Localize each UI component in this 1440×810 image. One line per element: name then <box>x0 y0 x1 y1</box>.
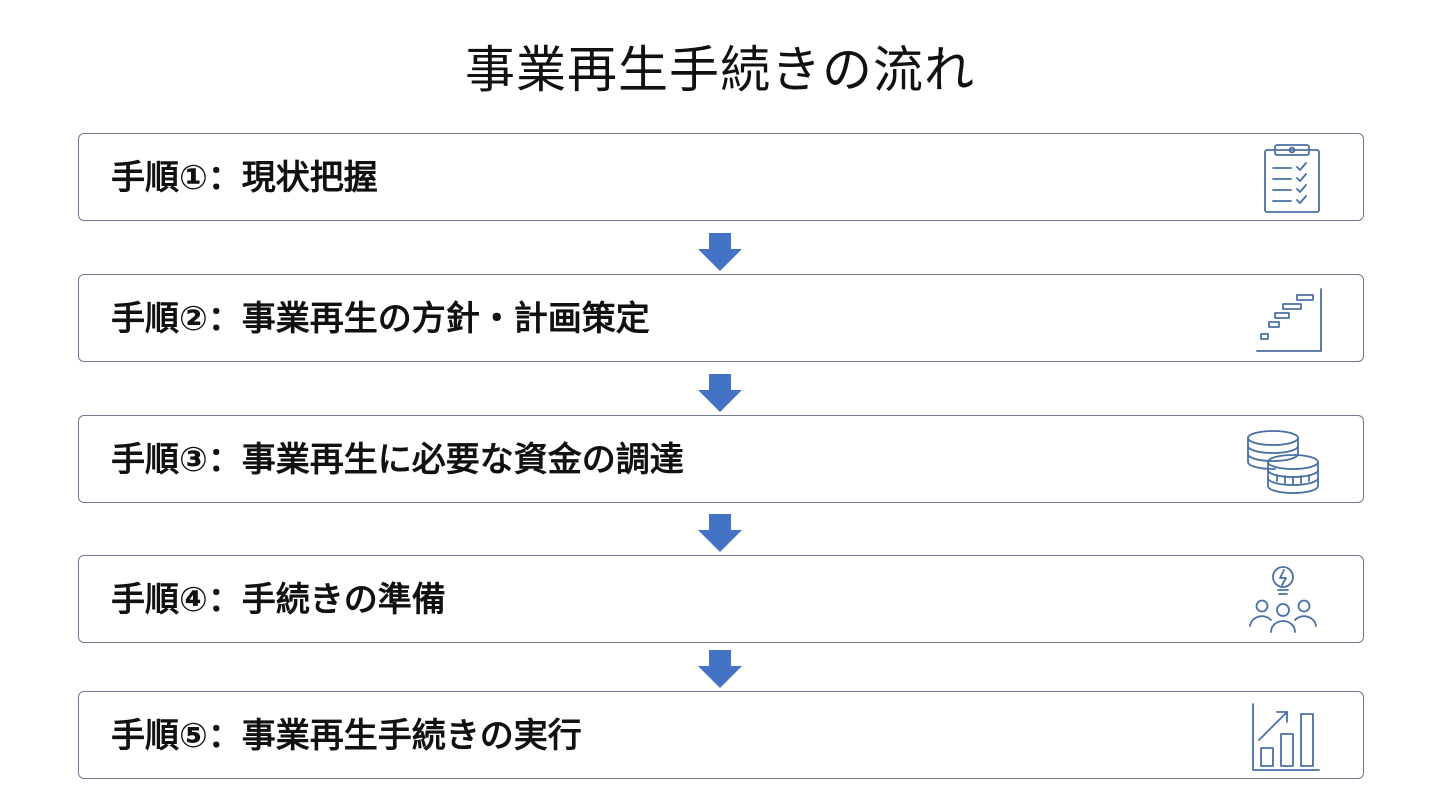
down-arrow-1 <box>698 233 742 271</box>
growth-chart-icon <box>1243 700 1323 772</box>
step-label-3: 手順③：事業再生に必要な資金の調達 <box>111 440 684 480</box>
step-box-3: 手順③：事業再生に必要な資金の調達 <box>78 415 1364 503</box>
step-label-5: 手順⑤：事業再生手続きの実行 <box>111 716 582 756</box>
step-box-2: 手順②：事業再生の方針・計画策定 <box>78 274 1364 362</box>
gantt-plan-icon <box>1243 283 1323 355</box>
team-idea-icon <box>1243 564 1323 636</box>
down-arrow-4 <box>698 650 742 688</box>
down-arrow-2 <box>698 374 742 412</box>
step-box-4: 手順④：手続きの準備 <box>78 555 1364 643</box>
page-title: 事業再生手続きの流れ <box>465 41 975 99</box>
step-box-1: 手順①：現状把握 <box>78 133 1364 221</box>
step-box-5: 手順⑤：事業再生手続きの実行 <box>78 691 1364 779</box>
clipboard-checklist-icon <box>1243 142 1323 214</box>
step-label-4: 手順④：手続きの準備 <box>111 580 446 620</box>
step-label-2: 手順②：事業再生の方針・計画策定 <box>111 299 650 339</box>
coins-icon <box>1243 424 1323 496</box>
down-arrow-3 <box>698 514 742 552</box>
step-label-1: 手順①：現状把握 <box>111 158 378 198</box>
